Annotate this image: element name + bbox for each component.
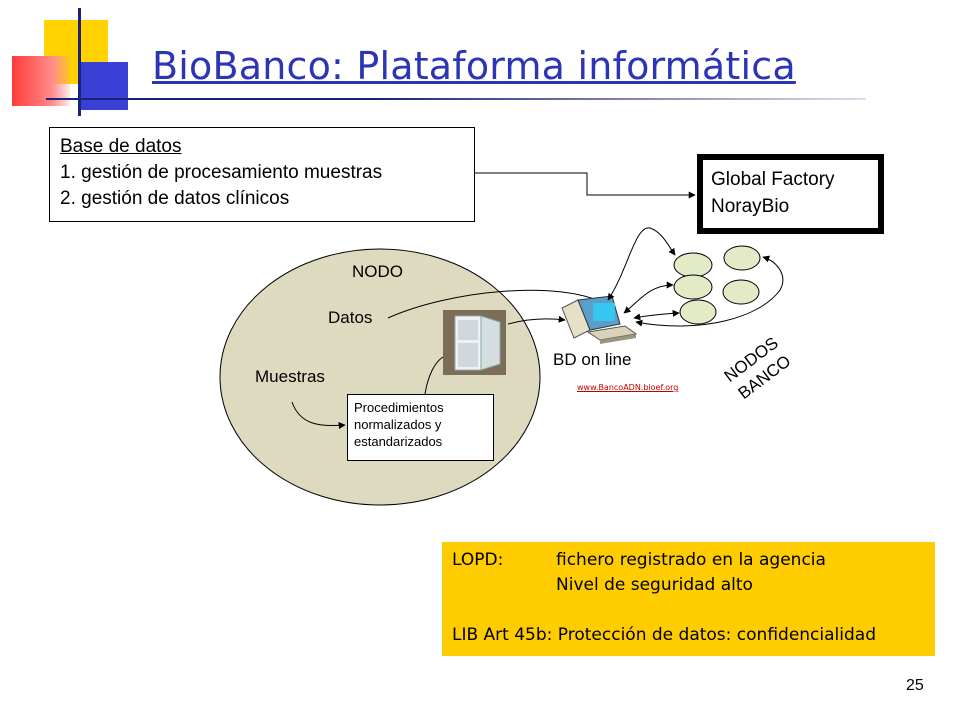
banco-node-5	[679, 299, 717, 325]
lib-row: LIB Art 45b: Protección de datos: confid…	[452, 623, 925, 648]
page-number: 25	[906, 677, 924, 694]
banco-node-1	[673, 252, 713, 278]
connector-datos-to-bd	[387, 289, 604, 319]
procedures-line-3: estandarizados	[354, 434, 443, 449]
decor-red-square	[12, 56, 70, 106]
procedures-line-2: normalizados y	[354, 417, 442, 432]
muestras-label: Muestras	[255, 367, 325, 386]
connector-freezer-to-bd	[507, 315, 566, 325]
decor-blue-square	[80, 62, 128, 110]
bd-online-link[interactable]: www.BancoADN.bioef.org	[577, 383, 679, 392]
lopd-line-1: fichero registrado en la agencia	[556, 550, 826, 570]
decor-vertical-line	[78, 8, 81, 116]
database-box: Base de datos 1. gestión de procesamient…	[49, 127, 475, 222]
datos-label: Datos	[328, 308, 373, 327]
lib-line: LIB Art 45b: Protección de datos: confid…	[452, 625, 876, 645]
connector-bd-node-2	[635, 255, 784, 327]
lopd-row-1: LOPD: fichero registrado en la agencia	[452, 548, 925, 573]
procedures-box: Procedimientos normalizados y estandariz…	[347, 394, 494, 461]
connector-proc-to-freezer	[424, 356, 444, 395]
lopd-key: LOPD:	[452, 550, 504, 570]
slide-title: BioBanco: Plataforma informática	[152, 44, 796, 88]
legal-box: LOPD: fichero registrado en la agencia N…	[442, 542, 935, 656]
freezer-icon	[443, 310, 506, 375]
connector-db-to-factory	[475, 172, 696, 199]
computer-icon	[561, 295, 638, 344]
database-item-2: 2. gestión de datos clínicos	[60, 188, 290, 209]
banco-node-3	[673, 274, 713, 300]
lopd-row-2: Nivel de seguridad alto	[452, 573, 925, 598]
database-heading: Base de datos	[60, 136, 182, 157]
global-factory-box: Global Factory NorayBio	[697, 154, 884, 234]
bd-online-label: BD on line	[553, 350, 632, 369]
connector-muestras-to-proc	[291, 401, 346, 429]
connector-bd-node-3	[623, 281, 674, 314]
lopd-line-2: Nivel de seguridad alto	[556, 575, 753, 595]
decor-horizontal-line	[46, 98, 866, 100]
global-factory-line-2: NorayBio	[711, 196, 790, 217]
global-factory-line-1: Global Factory	[711, 169, 835, 190]
database-item-1: 1. gestión de procesamiento muestras	[60, 162, 383, 183]
nodo-label: NODO	[352, 262, 403, 281]
banco-node-4	[722, 279, 760, 305]
connector-bd-node-5	[633, 309, 680, 321]
procedures-line-1: Procedimientos	[354, 400, 444, 415]
connector-bd-node-1	[607, 227, 676, 301]
banco-node-2	[723, 245, 761, 271]
